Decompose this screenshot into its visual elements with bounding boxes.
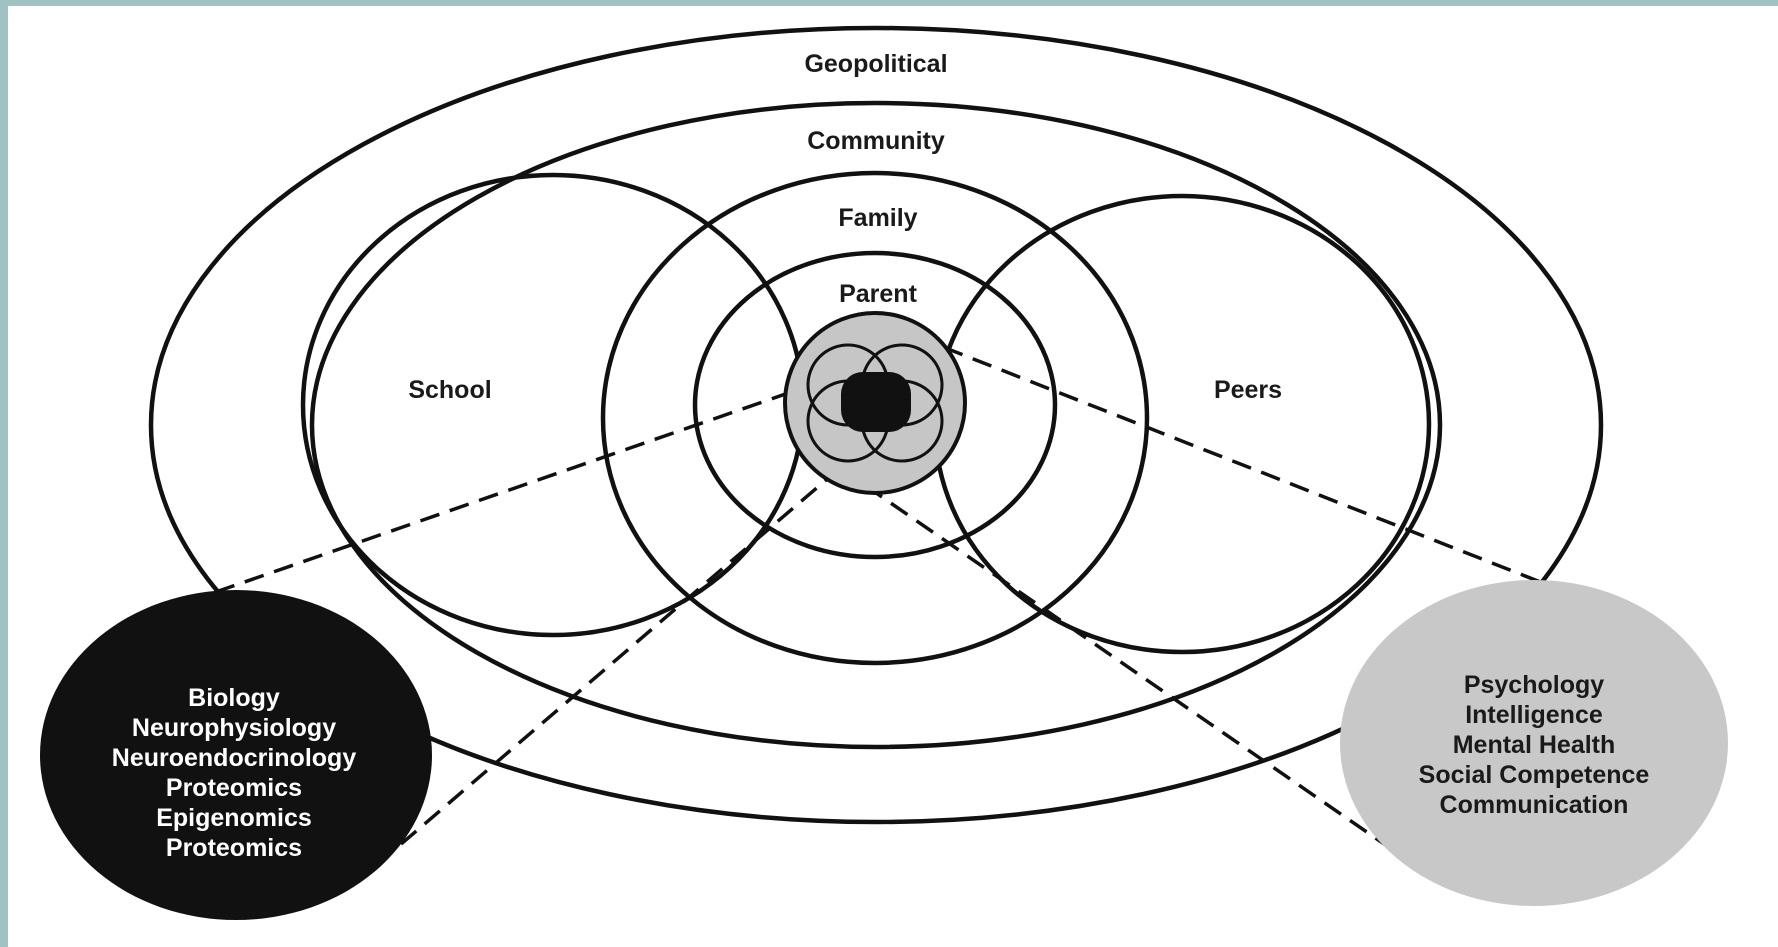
panel-item: Social Competence (1419, 761, 1650, 789)
panel-item: Proteomics (166, 774, 302, 802)
peers-label: Peers (1214, 376, 1282, 404)
psychology-connector-lower (839, 466, 1401, 857)
core-center (841, 372, 911, 432)
panel-item: Communication (1440, 791, 1629, 819)
biology-connector-lower (398, 466, 842, 847)
school-label: School (408, 376, 491, 404)
panel-item: Biology (188, 684, 280, 712)
panel-item: Psychology (1464, 671, 1604, 699)
biology-connector-upper (209, 380, 821, 596)
psychology-connector-upper (914, 334, 1549, 587)
panel-item: Proteomics (166, 834, 302, 862)
panel-item: Mental Health (1453, 731, 1616, 759)
psychology-ellipse (1340, 580, 1728, 906)
community-label: Community (807, 127, 945, 155)
biology-ellipse (40, 590, 432, 920)
geopolitical-ring (148, 25, 1604, 825)
community-ring (309, 100, 1443, 750)
panel-item: Neurophysiology (132, 714, 336, 742)
parent-circle (692, 250, 1058, 560)
parent-label: Parent (839, 280, 917, 308)
panel-item: Intelligence (1465, 701, 1603, 729)
panel-item: Neuroendocrinology (112, 744, 357, 772)
family-circle (600, 170, 1150, 666)
school-circle (300, 172, 806, 638)
family-label: Family (838, 204, 917, 232)
connector-lines (209, 334, 1549, 857)
geopolitical-label: Geopolitical (804, 50, 947, 78)
child-core (783, 311, 967, 495)
panel-item: Epigenomics (156, 804, 312, 832)
